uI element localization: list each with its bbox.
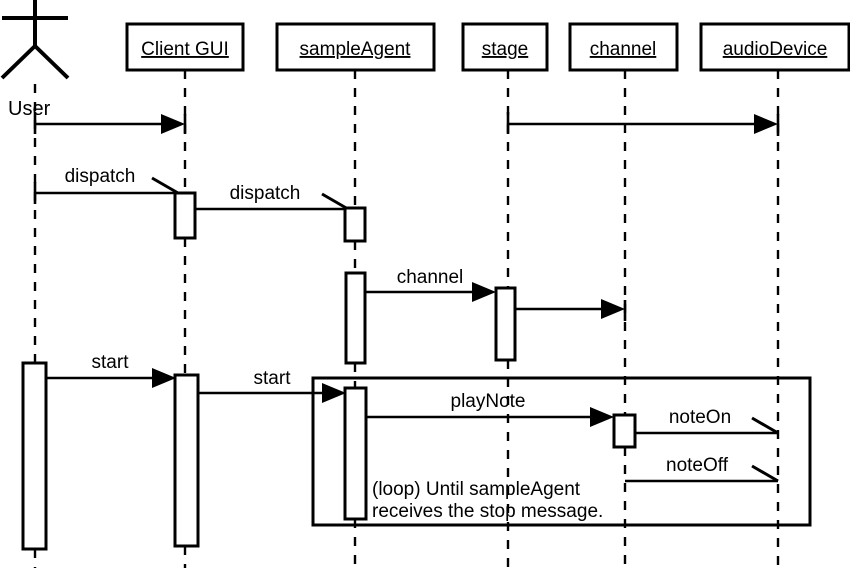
arrowhead-open-icon	[751, 464, 779, 483]
participant-box-audio-device[interactable]	[699, 22, 850, 72]
message-label-dispatch-2: dispatch	[230, 183, 301, 204]
participant-label-sample-agent: sampleAgent	[300, 39, 412, 60]
participant-audio-device[interactable]: audioDevice	[699, 22, 850, 72]
message-label-note-on: noteOn	[669, 407, 731, 428]
message-note-on[interactable]	[635, 416, 779, 435]
participant-sample-agent[interactable]: sampleAgent	[275, 22, 436, 72]
participant-label-audio-device: audioDevice	[723, 39, 828, 60]
message-label-start-2: start	[254, 368, 292, 389]
participant-box-stage[interactable]	[461, 22, 549, 72]
actor-user[interactable]	[0, 0, 70, 80]
message-note-off[interactable]	[625, 464, 779, 483]
arrowhead-solid-icon	[590, 407, 614, 427]
arrowhead-solid-icon	[754, 114, 778, 134]
participant-client-gui[interactable]: Client GUI	[125, 22, 245, 72]
participant-label-stage: stage	[482, 39, 528, 60]
participant-box-channel[interactable]	[568, 22, 679, 72]
arrowhead-solid-icon	[152, 368, 176, 388]
participant-label-client-gui: Client GUI	[141, 39, 229, 60]
activation-bar-client-gui-start[interactable]	[173, 373, 200, 548]
activation-bar-stage[interactable]	[494, 286, 517, 362]
loop-note-line-1: (loop) Until sampleAgent	[372, 479, 581, 500]
message-user-to-client-gui[interactable]	[33, 112, 187, 134]
message-label-start-1: start	[92, 352, 130, 373]
loop-fragment-frame[interactable]	[311, 376, 812, 527]
activation-bar-channel-note[interactable]	[612, 413, 637, 449]
message-start-user-to-gui[interactable]	[46, 368, 176, 388]
arrowhead-solid-icon	[601, 299, 625, 319]
actor-right-leg-icon	[33, 44, 70, 80]
activation-bar-user-start[interactable]	[21, 361, 48, 551]
arrowhead-open-icon	[751, 416, 779, 435]
message-label-note-off: noteOff	[666, 455, 729, 476]
activation-bar-sample-agent-loop[interactable]	[343, 386, 368, 521]
participant-channel[interactable]: channel	[568, 22, 679, 72]
arrowhead-solid-icon	[161, 114, 185, 134]
message-channel-agent-to-stage[interactable]	[365, 282, 496, 302]
message-play-note[interactable]	[366, 407, 614, 427]
message-dispatch-user-to-gui[interactable]	[33, 176, 179, 204]
message-label-dispatch-1: dispatch	[65, 166, 136, 187]
participant-label-channel: channel	[590, 39, 657, 60]
activation-bar-client-gui-dispatch[interactable]	[173, 191, 197, 240]
actor-left-leg-icon	[0, 44, 37, 80]
message-stage-to-channel[interactable]	[515, 299, 627, 321]
message-label-play-note: playNote	[451, 391, 526, 412]
participant-stage[interactable]: stage	[461, 22, 549, 72]
arrowhead-open-icon	[151, 176, 179, 195]
activation-bar-sample-agent-dispatch[interactable]	[343, 206, 367, 243]
message-stage-to-audio-device[interactable]	[506, 112, 780, 136]
message-start-gui-to-agent[interactable]	[198, 383, 346, 403]
arrowhead-solid-icon	[472, 282, 496, 302]
participant-box-client-gui[interactable]	[125, 22, 245, 72]
arrowhead-solid-icon	[322, 383, 346, 403]
activation-bar-sample-agent-channel[interactable]	[344, 271, 367, 365]
loop-note-line-2: receives the stop message.	[372, 501, 603, 522]
message-label-channel: channel	[397, 267, 464, 288]
actor-label-user: User	[8, 98, 51, 120]
